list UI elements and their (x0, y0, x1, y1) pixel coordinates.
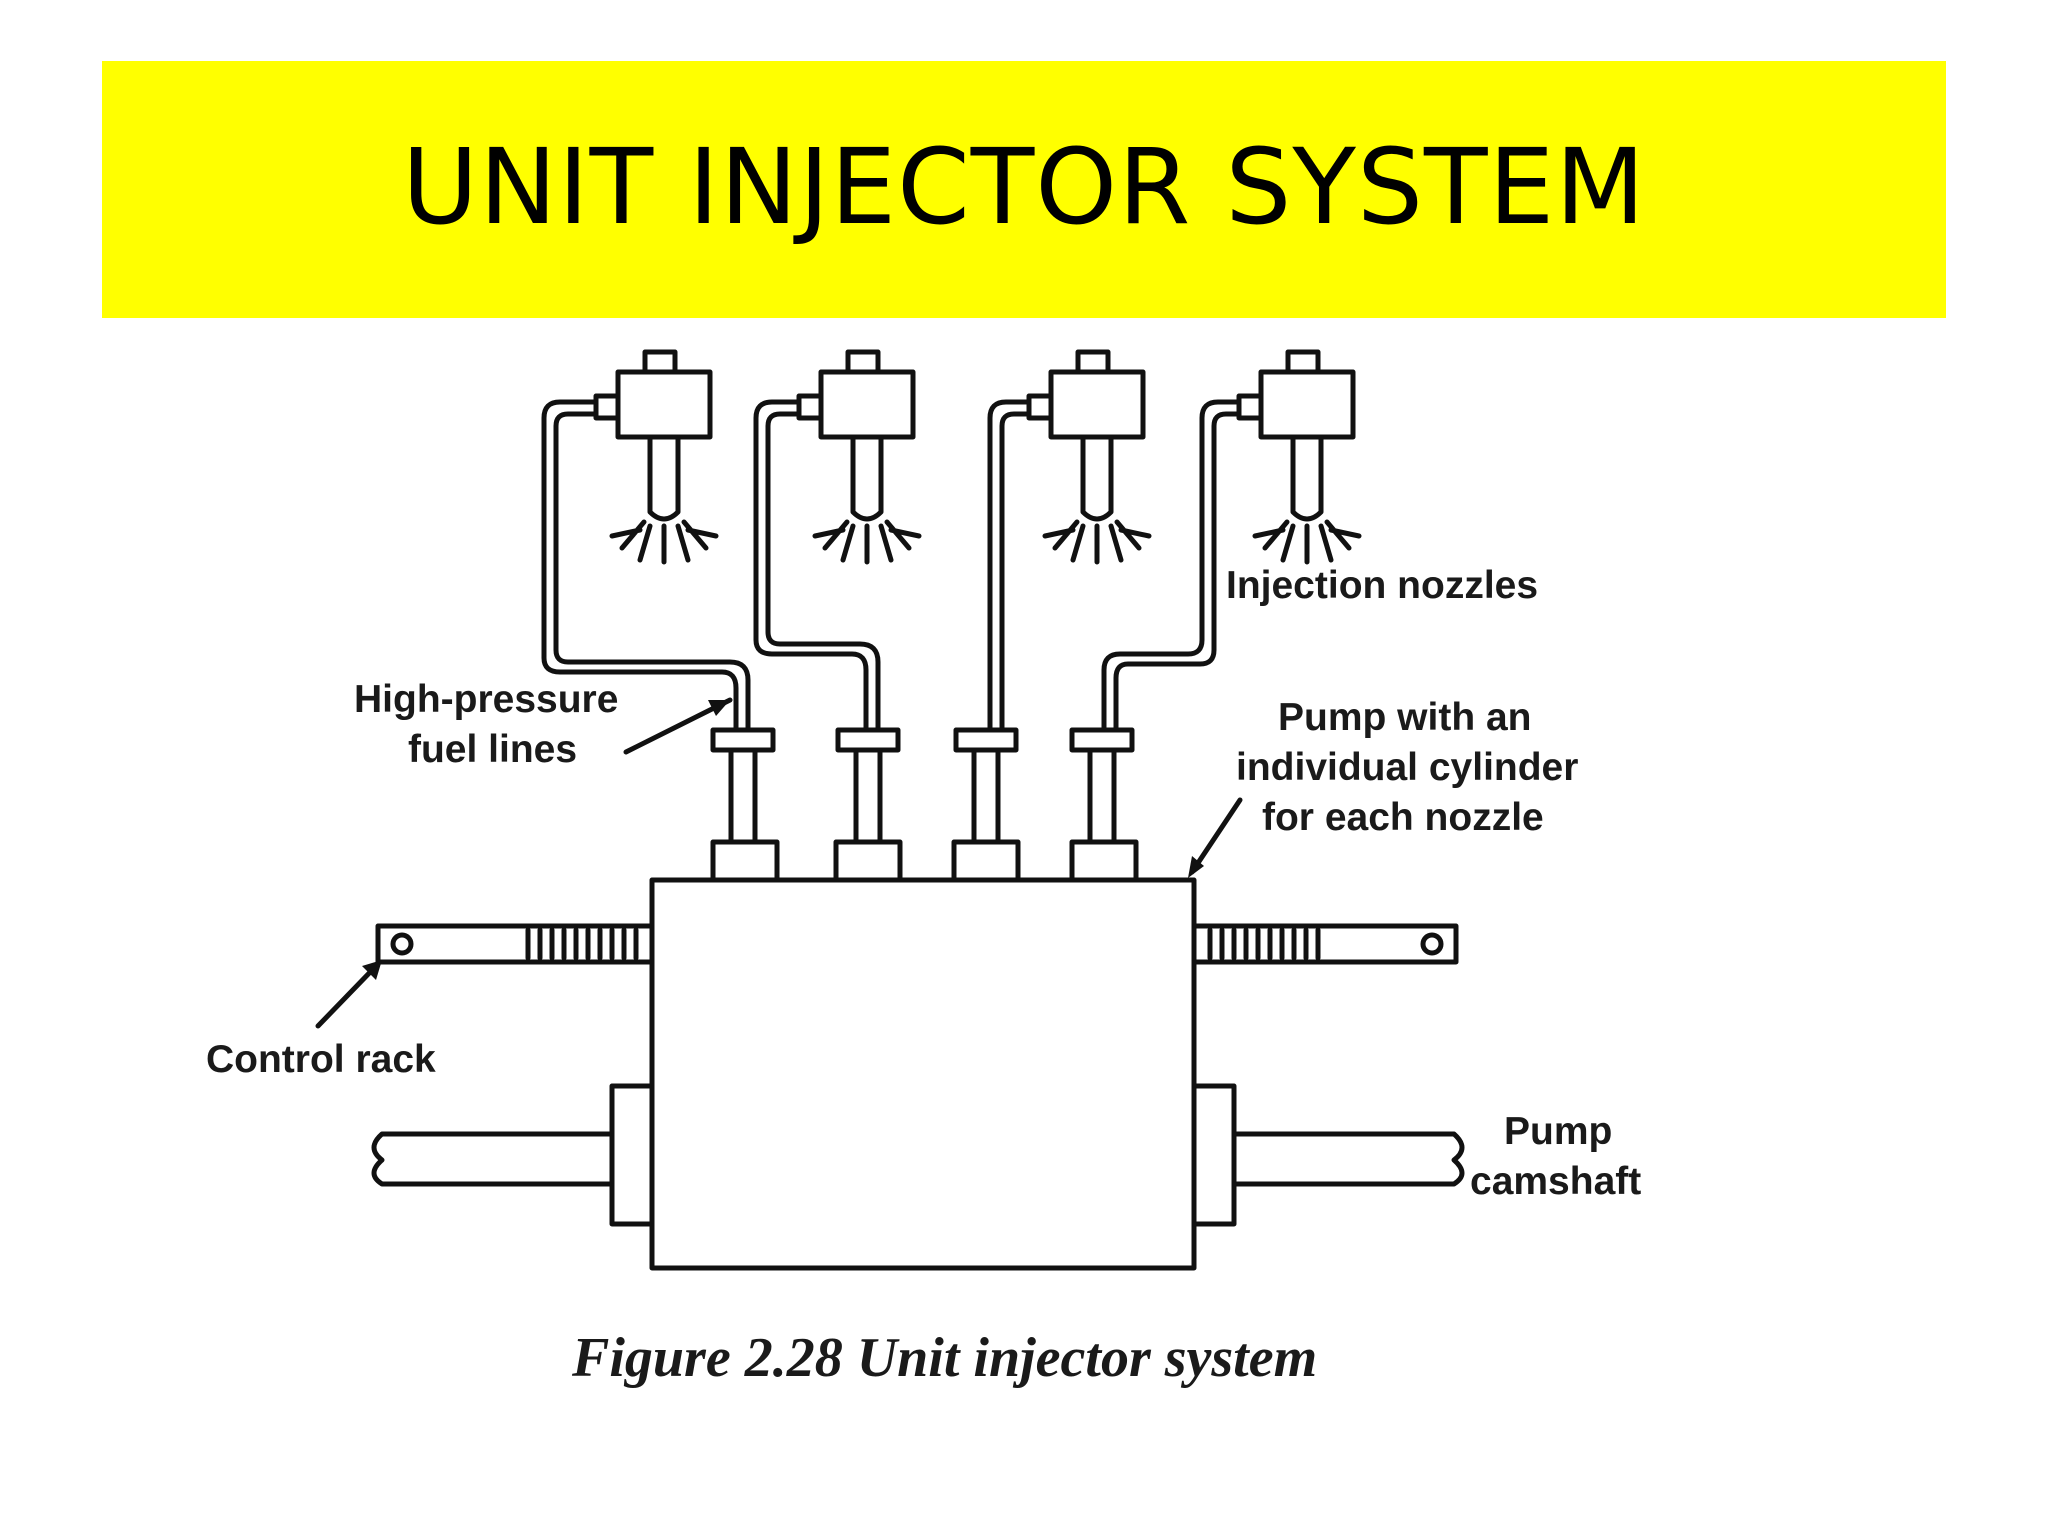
pump-cylinder-1 (710, 727, 780, 883)
pump-body (649, 877, 1197, 1271)
pump-camshaft (371, 1083, 1465, 1227)
injection-nozzle-2 (796, 349, 922, 565)
pump-cylinder-3 (951, 727, 1021, 883)
high-pressure-fuel-lines (541, 399, 1242, 733)
slide-title: UNIT INJECTOR SYSTEM (402, 125, 1646, 248)
control-rack-teeth-right (1207, 927, 1321, 961)
injection-nozzle-3 (1026, 349, 1152, 565)
injection-nozzle-4 (1236, 349, 1362, 565)
leader-arrows (315, 697, 1243, 1029)
figure-caption: Figure 2.28 Unit injector system (571, 1327, 1317, 1389)
pump-cylinder-4 (1069, 727, 1139, 883)
label-injection-nozzles: Injection nozzles (1226, 564, 1538, 607)
label-for-each-nozzle: for each nozzle (1262, 796, 1544, 839)
label-fuel-lines: fuel lines (408, 728, 577, 771)
arrow-head-control-rack (362, 960, 382, 980)
injection-nozzle-1 (593, 349, 719, 565)
pump-cylinder-2 (833, 727, 903, 883)
pump-cylinders (710, 727, 1139, 883)
title-banner: UNIT INJECTOR SYSTEM (102, 61, 1946, 318)
arrow-head-pump (1188, 856, 1204, 878)
label-pump: Pump (1504, 1110, 1612, 1153)
label-camshaft: camshaft (1470, 1160, 1641, 1203)
label-individual-cylinder: individual cylinder (1236, 746, 1578, 789)
label-control-rack: Control rack (206, 1038, 436, 1081)
label-pump-with-an: Pump with an (1278, 696, 1532, 739)
control-rack-teeth-left (525, 927, 639, 961)
label-high-pressure: High-pressure (354, 678, 618, 721)
arrow-head-fuel-lines (708, 700, 730, 716)
